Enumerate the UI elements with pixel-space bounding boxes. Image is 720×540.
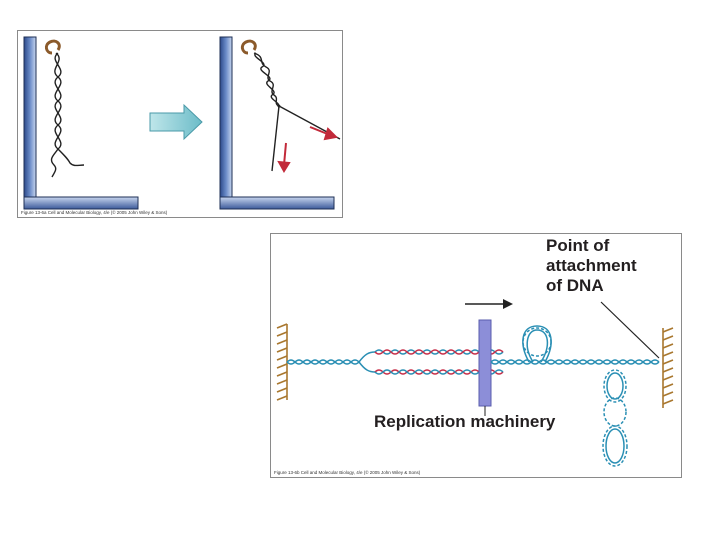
supercoil-loop-large	[602, 369, 628, 467]
right-hook-icon	[240, 39, 257, 55]
supercoil-loop-small	[522, 325, 552, 363]
dna-left-segment	[286, 359, 360, 365]
replication-machinery	[478, 319, 492, 407]
supercoil-illustration	[23, 36, 341, 210]
label-point-line3: of DNA	[546, 276, 604, 295]
replication-illustration	[276, 299, 674, 467]
transition-arrow-icon	[149, 103, 203, 141]
figure-bottom-replication: Point of attachment of DNA Replication m…	[270, 233, 682, 478]
left-hook-icon	[44, 39, 61, 55]
left-wall	[23, 36, 139, 210]
left-dna-helix	[50, 52, 85, 178]
label-replication-machinery: Replication machinery	[374, 412, 556, 431]
attachment-leader-line	[600, 301, 660, 359]
right-wall	[219, 36, 335, 210]
left-anchor	[276, 323, 288, 401]
dna-right-segment	[490, 359, 660, 365]
figure-bottom-caption: Figure 13-6b Cell and Molecular Biology,…	[274, 470, 421, 475]
figure-top-supercoil: Figure 13-6a Cell and Molecular Biology,…	[17, 30, 343, 218]
right-dna-supercoil	[253, 52, 341, 172]
figure-top-caption: Figure 13-6a Cell and Molecular Biology,…	[21, 210, 168, 215]
label-point-line2: attachment	[546, 256, 637, 275]
movement-arrow-icon	[465, 299, 513, 309]
force-arrows	[277, 126, 339, 173]
label-point-line1: Point of	[546, 236, 610, 255]
label-point-of-attachment: Point of attachment of DNA	[546, 236, 637, 296]
right-anchor	[662, 327, 674, 408]
